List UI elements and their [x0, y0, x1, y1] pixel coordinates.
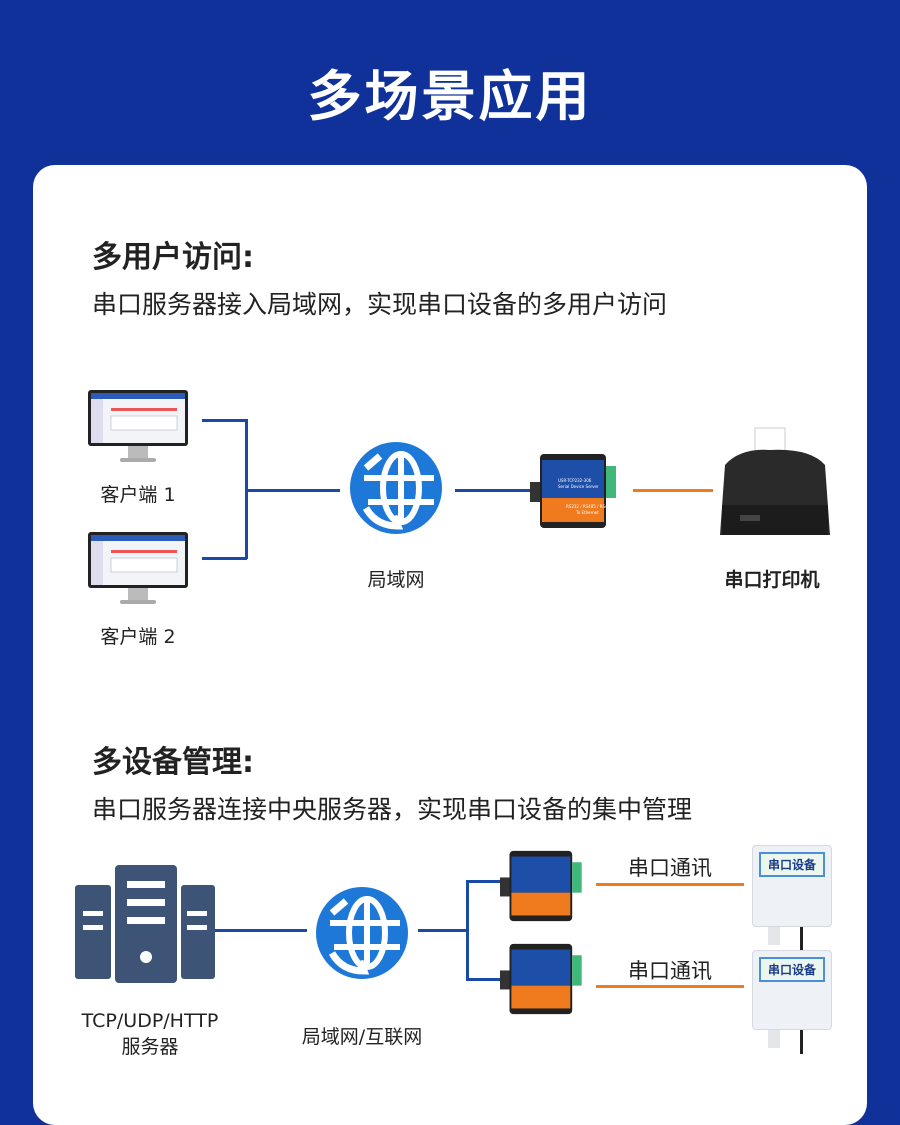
section2-heading: 多设备管理: — [92, 745, 254, 780]
device-ports: RS232 / RS485 / RS422 — [566, 504, 613, 509]
connector — [418, 929, 468, 932]
section2-description: 串口服务器连接中央服务器，实现串口设备的集中管理 — [92, 795, 693, 824]
serial-connector — [633, 489, 713, 492]
serial-device-1: 串口设备 — [752, 845, 832, 927]
server-label-line2: 服务器 — [121, 1036, 179, 1058]
connector — [215, 929, 307, 932]
connector — [202, 557, 247, 560]
network-label: 局域网/互联网 — [301, 1026, 423, 1048]
serial-connector — [596, 883, 744, 886]
serial-link2-label: 串口通讯 — [628, 959, 712, 983]
device-model: USR-TCP232-306 — [558, 478, 592, 483]
serial-device-2: 串口设备 — [752, 950, 832, 1030]
device-to: To Ethernet — [575, 510, 599, 515]
serial-connector — [596, 985, 744, 988]
lan-globe-icon — [350, 442, 442, 534]
client2-monitor-icon — [88, 532, 188, 604]
client1-label: 客户端 1 — [100, 484, 176, 506]
printer-label: 串口打印机 — [724, 569, 820, 591]
serial-server-device-2-icon — [500, 943, 582, 1015]
server-label-line1: TCP/UDP/HTTP — [81, 1010, 219, 1032]
serial-device-1-label: 串口设备 — [759, 852, 825, 877]
connector — [455, 489, 533, 492]
connector — [466, 978, 500, 981]
connector — [245, 489, 340, 492]
client1-monitor-icon — [88, 390, 188, 462]
internet-globe-icon — [316, 887, 408, 979]
printer-icon — [720, 427, 830, 535]
page-title: 多场景应用 — [307, 65, 593, 128]
sensor-probe — [768, 927, 780, 945]
sensor-cable — [800, 1030, 803, 1054]
client2-label: 客户端 2 — [100, 626, 176, 648]
lan-label: 局域网 — [367, 569, 425, 591]
serial-device-2-label: 串口设备 — [759, 957, 825, 982]
serial-server-device-icon: USR-TCP232-306 Serial Device Server RS23… — [530, 454, 616, 528]
sensor-probe — [768, 1030, 780, 1048]
serial-server-device-1-icon — [500, 850, 582, 922]
serial-link1-label: 串口通讯 — [628, 856, 712, 880]
section1-description: 串口服务器接入局域网，实现串口设备的多用户访问 — [92, 290, 668, 319]
connector — [202, 419, 247, 422]
section1-heading: 多用户访问: — [92, 240, 254, 275]
device-subtitle: Serial Device Server — [558, 484, 599, 489]
connector — [466, 880, 469, 980]
server-icon — [75, 865, 215, 983]
server-label: TCP/UDP/HTTP 服务器 — [60, 1008, 240, 1060]
connector — [466, 880, 500, 883]
sensor-cable — [800, 927, 803, 951]
